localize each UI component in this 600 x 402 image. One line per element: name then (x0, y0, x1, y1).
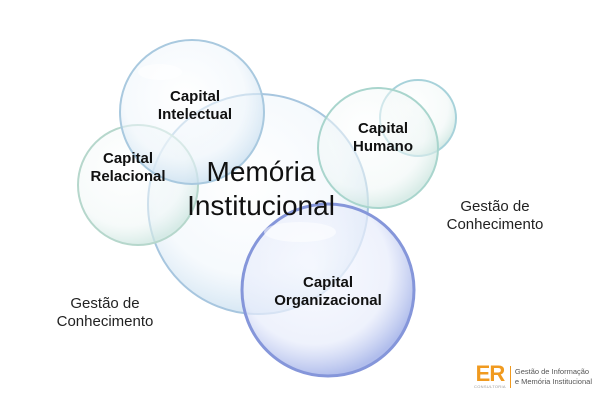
bubble-highlight (264, 222, 336, 242)
capital-intelectual-line-1: Capital (169, 88, 220, 105)
capital-intelectual-line-2: Intelectual (157, 105, 233, 123)
capital-humano-label: Capital Humano (340, 120, 426, 155)
capital-humano-line-2: Humano (353, 137, 413, 155)
capital-relacional-label: Capital Relacional (82, 150, 174, 185)
er-consultoria-logo: ER CONSULTORIA Gestão de Informação e Me… (474, 361, 592, 390)
logo-text: Gestão de Informação e Memória Instituci… (515, 367, 592, 387)
logo-mark: ER CONSULTORIA (474, 361, 506, 390)
gestao-right-line-1: Gestão de (460, 198, 530, 215)
gestao-conhecimento-right-label: Gestão de Conhecimento (436, 198, 554, 235)
logo-line-2: e Memória Institucional (514, 377, 592, 386)
capital-relacional-line-1: Capital (102, 150, 153, 167)
bubble-highlight (138, 64, 182, 80)
memoria-institucional-line-1: Memória (206, 156, 316, 187)
memoria-institucional-label: Memória Institucional (180, 155, 342, 223)
capital-relacional-line-2: Relacional (90, 167, 166, 185)
gestao-left-line-2: Conhecimento (56, 313, 154, 331)
capital-organizacional-line-2: Organizacional (274, 291, 382, 309)
capital-organizacional-bubble (240, 202, 416, 378)
gestao-right-line-2: Conhecimento (446, 216, 544, 234)
capital-organizacional-line-1: Capital (302, 274, 353, 291)
logo-line-1: Gestão de Informação (514, 367, 590, 376)
memoria-institucional-line-2: Institucional (187, 190, 335, 222)
logo-divider (509, 366, 511, 388)
capital-humano-line-1: Capital (357, 120, 408, 137)
logo-subtitle: CONSULTORIA (474, 384, 506, 389)
gestao-left-line-1: Gestão de (70, 295, 140, 312)
capital-humano-bubble (317, 87, 439, 209)
gestao-conhecimento-left-label: Gestão de Conhecimento (46, 295, 164, 332)
capital-intelectual-label: Capital Intelectual (147, 88, 243, 123)
capital-organizacional-label: Capital Organizacional (262, 274, 394, 309)
logo-letters: ER (475, 361, 506, 386)
